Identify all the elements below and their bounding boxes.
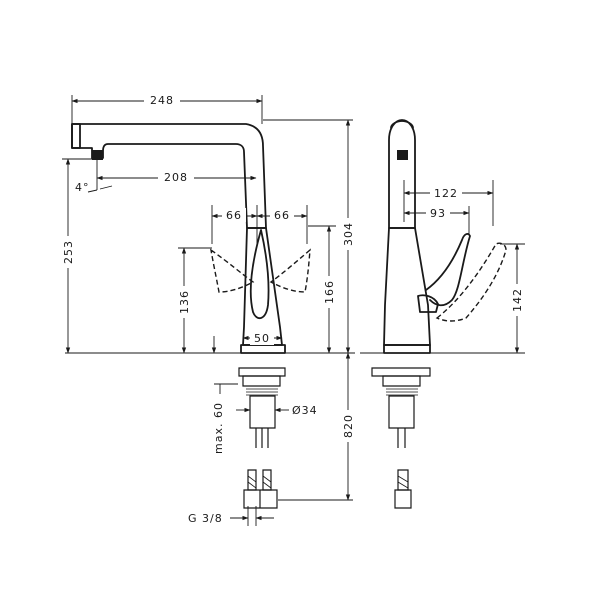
dimension-labels: 248 208 4° 66 66 253 304 136 166 50 max.… <box>60 93 525 525</box>
side-connector-nut <box>394 489 412 509</box>
dim-angle-a <box>87 189 98 193</box>
label-248: 248 <box>150 94 174 107</box>
label-66-left: 66 <box>226 209 242 222</box>
front-handle-outline <box>249 229 270 320</box>
front-body-outline <box>242 227 283 346</box>
label-50: 50 <box>254 332 270 345</box>
label-208: 208 <box>164 171 188 184</box>
front-connector-hatch <box>247 475 272 489</box>
side-handle-swing <box>435 242 507 322</box>
front-connector-nuts <box>243 489 278 509</box>
label-g-3-8: G 3/8 <box>188 512 223 525</box>
front-aerator-tip <box>92 150 103 160</box>
side-mount-washer <box>382 375 421 387</box>
front-view <box>71 123 311 509</box>
side-base-ring <box>383 344 431 354</box>
label-93: 93 <box>430 207 446 220</box>
label-66-right: 66 <box>274 209 290 222</box>
side-mount-plate <box>371 367 431 377</box>
side-connector-hatch <box>397 475 409 489</box>
label-max-60: max. 60 <box>212 402 225 454</box>
side-hoses <box>397 428 406 448</box>
front-aerator <box>71 123 81 149</box>
side-shank <box>388 395 415 429</box>
side-handle <box>425 233 471 307</box>
label-136: 136 <box>178 290 191 314</box>
front-base-ring <box>240 344 286 354</box>
label-122: 122 <box>434 187 458 200</box>
side-spout-head <box>388 119 416 229</box>
side-head-ring <box>390 120 414 129</box>
label-253: 253 <box>62 240 75 264</box>
dim-angle-b <box>99 185 113 190</box>
front-mount-plate <box>238 367 286 377</box>
label-142: 142 <box>511 288 524 312</box>
side-body-outline <box>383 227 431 346</box>
side-view <box>371 119 507 509</box>
label-820: 820 <box>342 414 355 438</box>
label-304: 304 <box>342 222 355 246</box>
side-handle-hub <box>417 294 439 313</box>
side-mount-thread <box>386 385 418 396</box>
front-mount-thread <box>246 385 278 396</box>
front-handle-swing-right <box>269 248 311 293</box>
label-166: 166 <box>323 280 336 304</box>
label-diameter-34: Ø34 <box>292 404 318 417</box>
side-aerator <box>397 150 408 160</box>
label-4-degree: 4° <box>75 181 90 194</box>
front-shank <box>249 395 276 429</box>
dimension-lines <box>62 95 525 526</box>
front-mount-washer <box>242 375 281 387</box>
front-hoses <box>255 428 269 448</box>
front-spout-outline <box>71 123 267 229</box>
